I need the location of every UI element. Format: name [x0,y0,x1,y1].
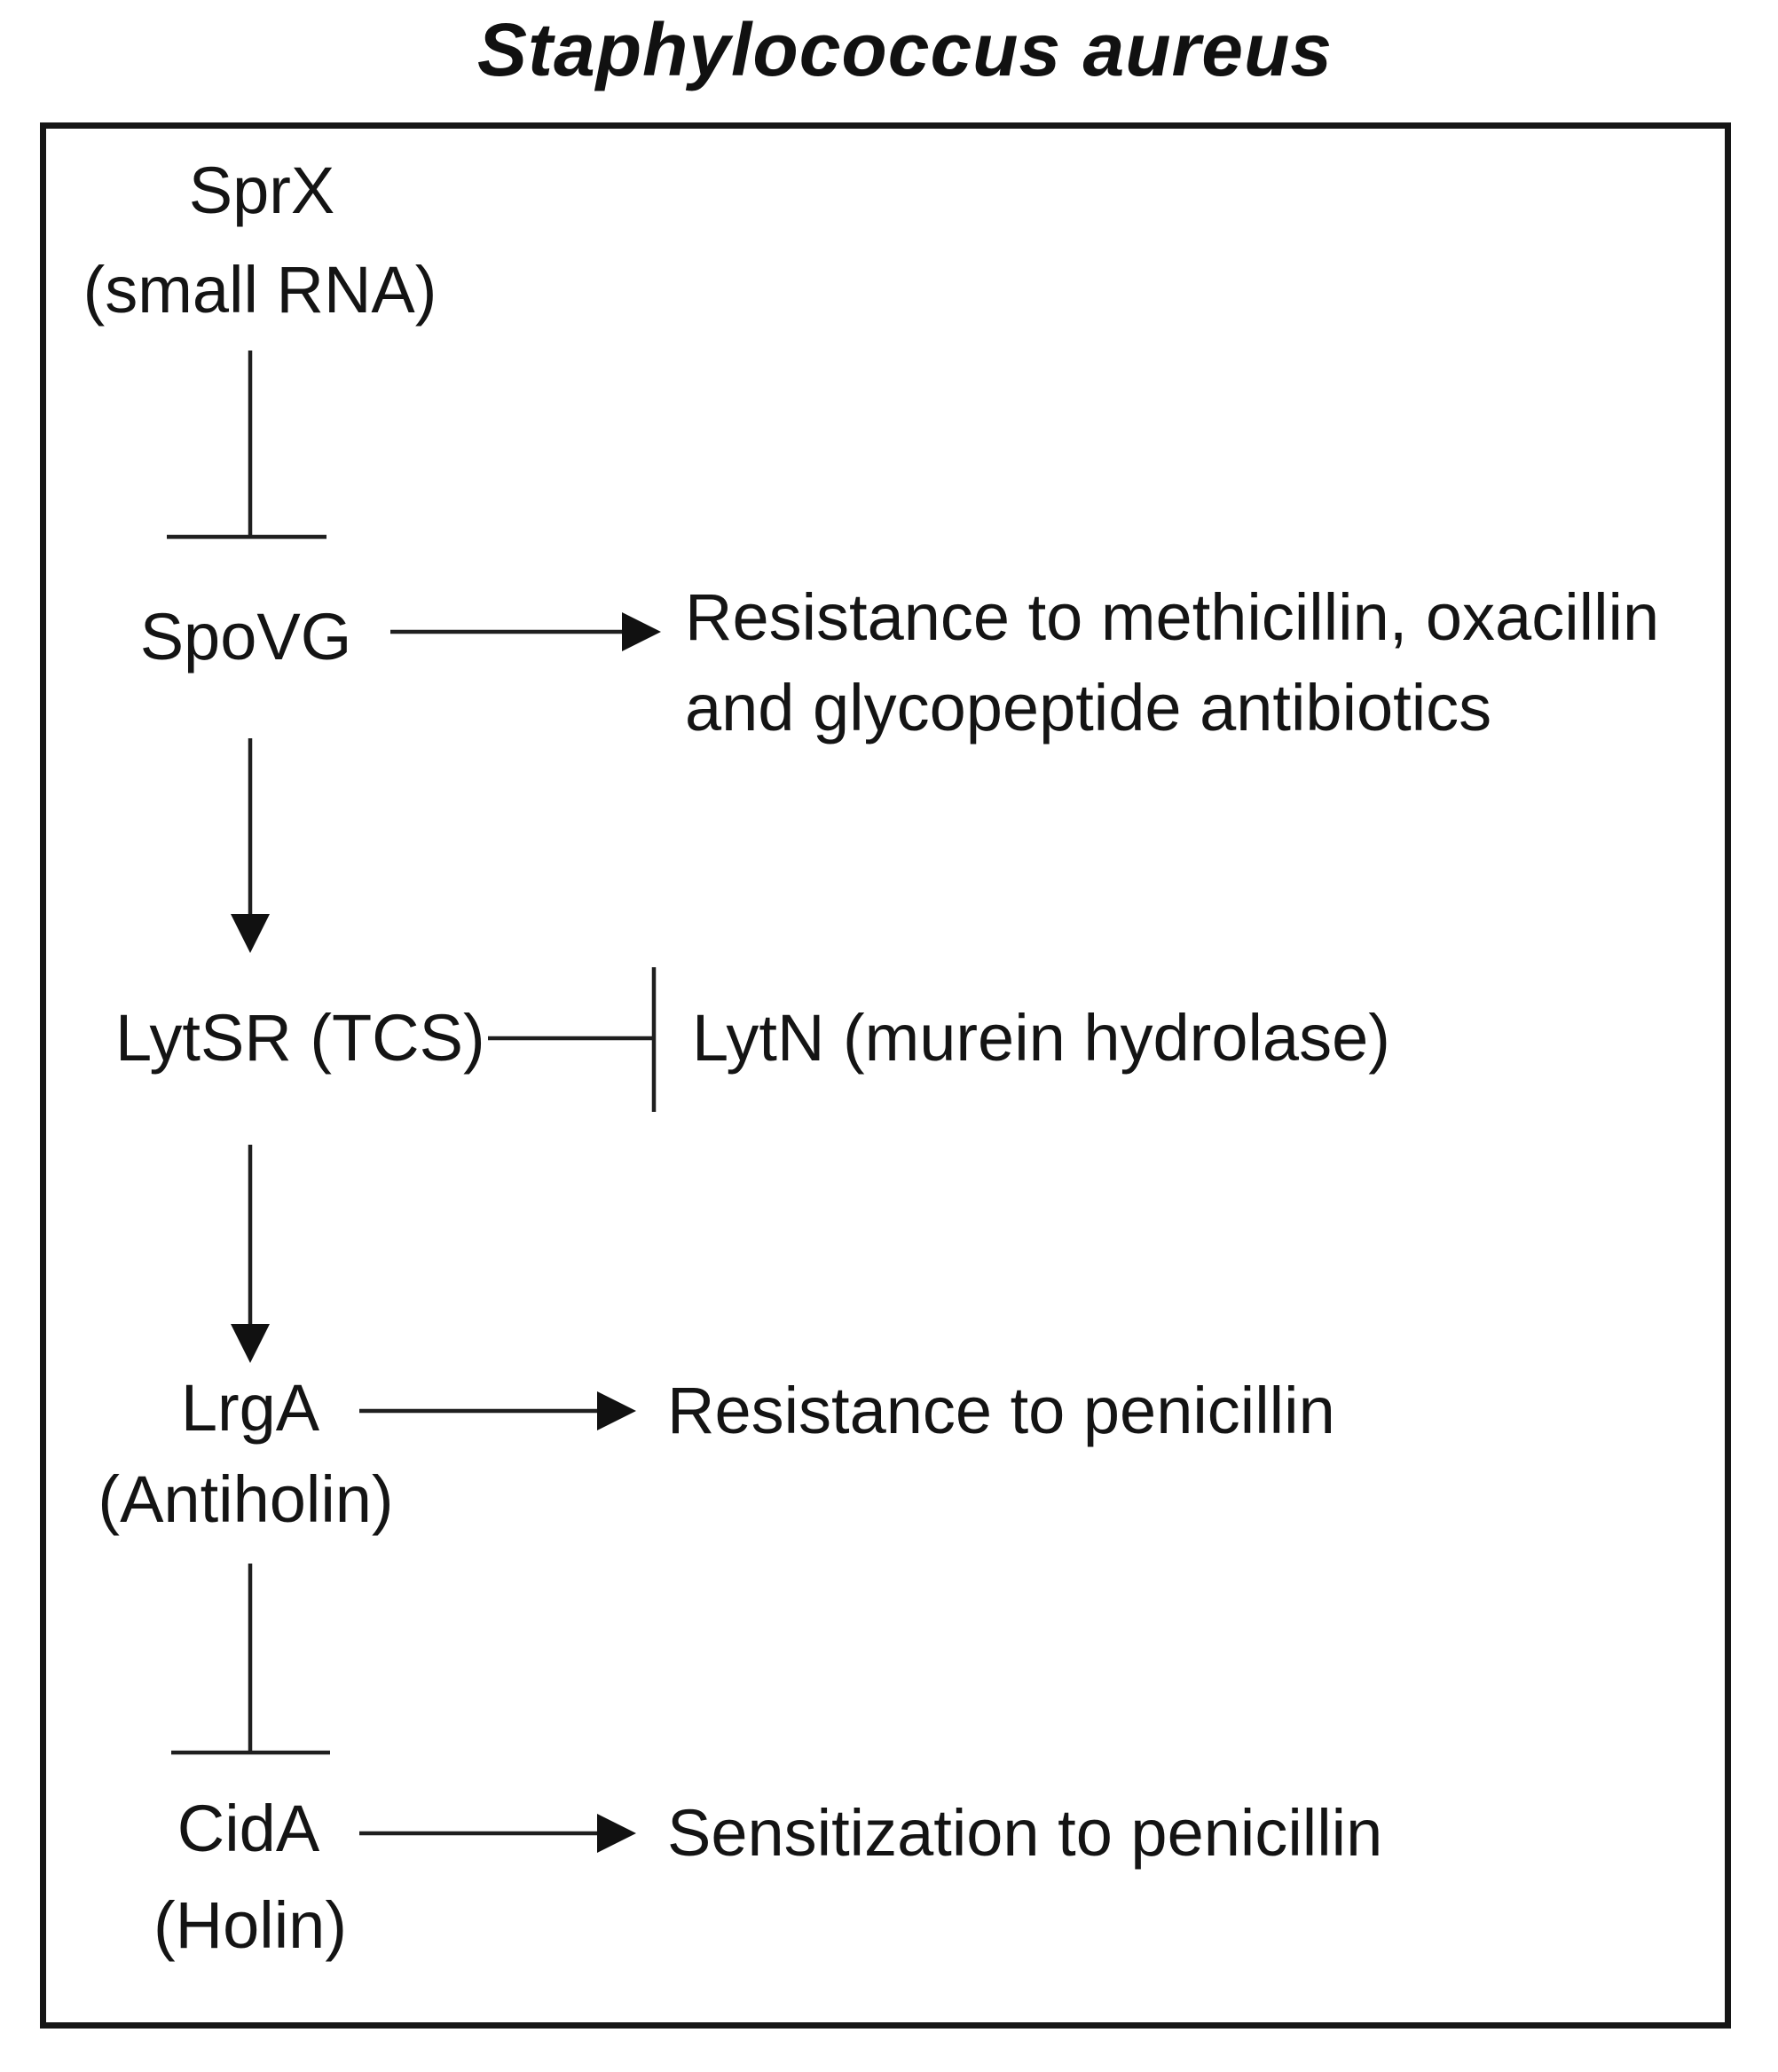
node-spovg-label: SpoVG [139,600,352,674]
diagram-border-box [40,122,1731,2029]
arrowhead-down-icon [231,1324,270,1363]
edge-lrga-activates-resistance [359,1391,636,1430]
node-sprx-sublabel: (small RNA) [83,253,437,327]
outcome-spovg-text: Resistance to methicillin, oxacillin and… [685,580,1660,745]
edge-lytsr-inhibits-lytn [488,967,657,1112]
node-lytsr-label: LytSR (TCS) [115,1001,485,1075]
node-lytn-label: LytN (murein hydrolase) [692,1001,1390,1075]
figure-title: Staphylococcus aureus [477,8,1333,91]
arrowhead-right-icon [622,612,661,651]
node-cida-label: CidA [177,1792,320,1865]
arrowhead-right-icon [597,1391,636,1430]
outcome-cida-text: Sensitization to penicillin [667,1796,1383,1870]
outcome-spovg-line2: and glycopeptide antibiotics [685,671,1492,745]
edge-spovg-activates-lytsr [231,738,270,953]
node-lrga-label: LrgA [180,1371,320,1445]
edge-sprx-inhibits-spovg [167,351,326,540]
edge-lrga-inhibits-cida [171,1564,330,1755]
edge-spovg-activates-resistance [390,612,661,651]
edge-lytsr-activates-lrga [231,1145,270,1363]
arrowhead-down-icon [231,914,270,953]
node-sprx-label: SprX [188,154,335,227]
node-cida-sublabel: (Holin) [153,1888,347,1962]
outcome-spovg-line1: Resistance to methicillin, oxacillin [685,580,1660,654]
outcome-lrga-text: Resistance to penicillin [667,1374,1335,1447]
arrowhead-right-icon [597,1814,636,1853]
node-lrga-sublabel: (Antiholin) [98,1462,394,1536]
edge-cida-activates-sensitization [359,1814,636,1853]
